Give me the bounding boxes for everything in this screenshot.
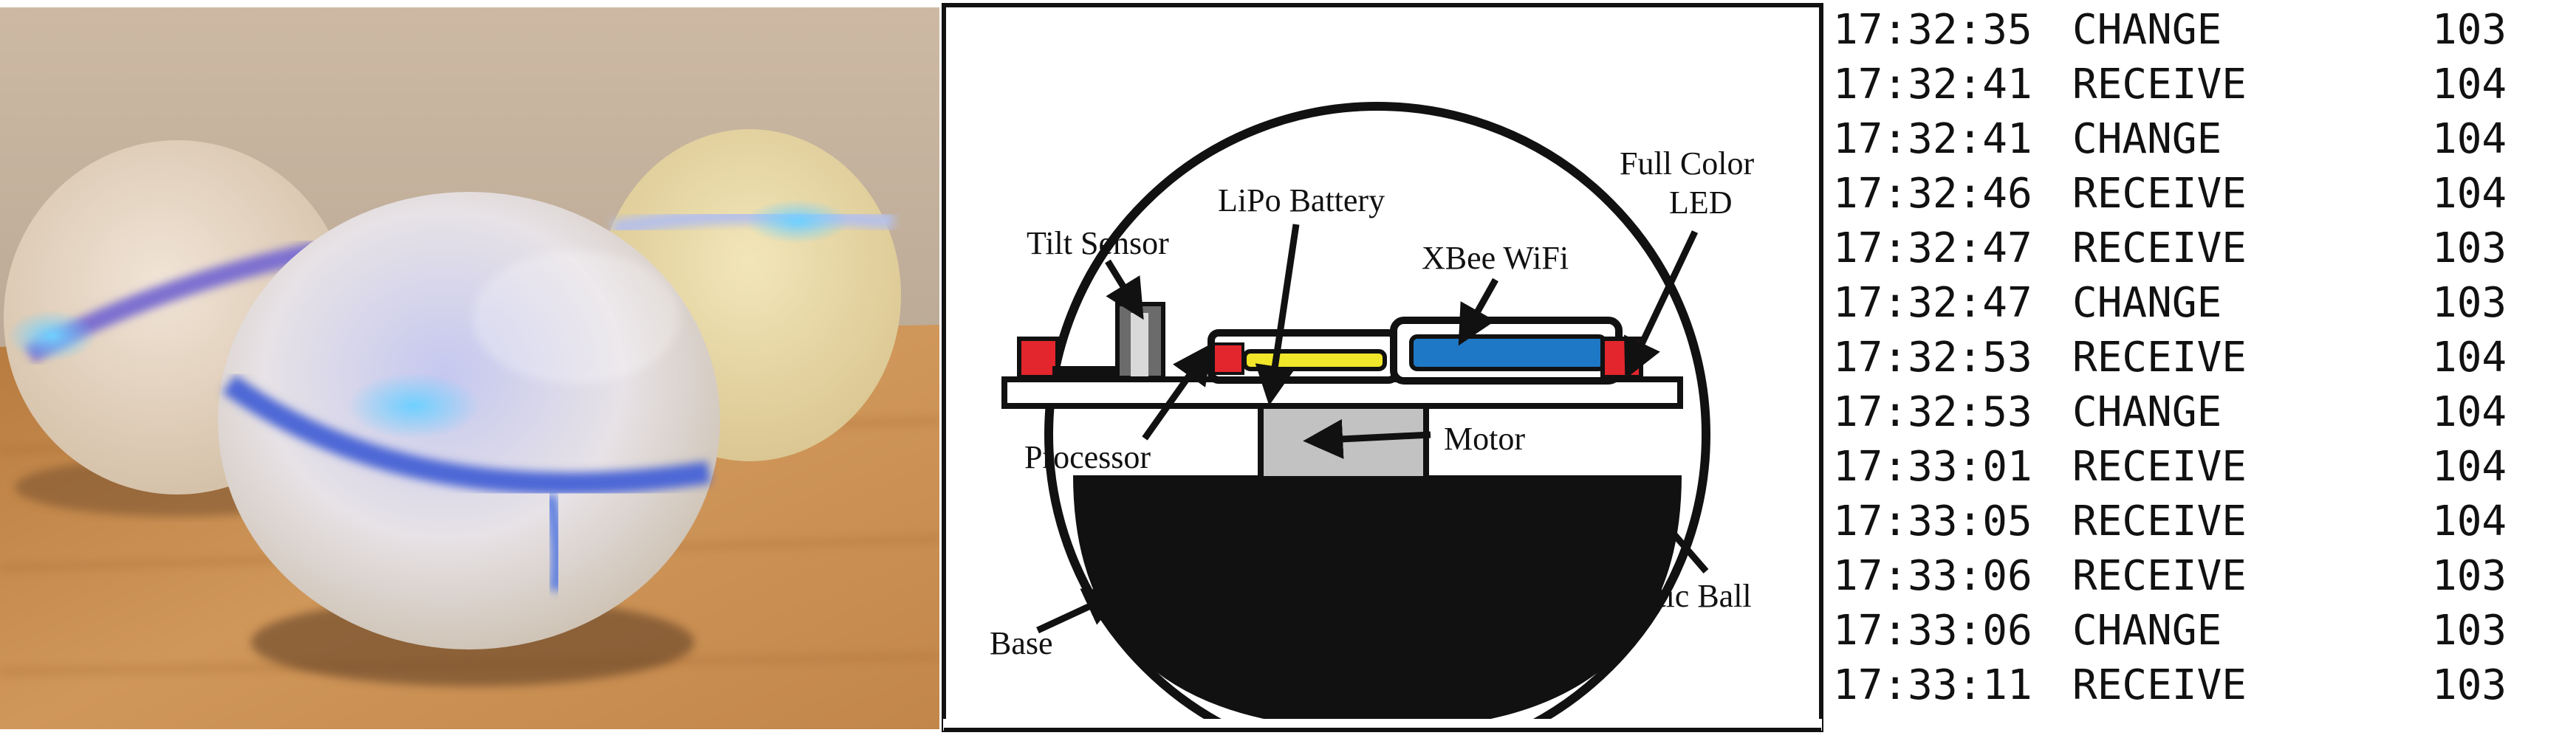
arrow-led — [1624, 230, 1699, 379]
log-scroll-fade — [1824, 719, 2576, 741]
log-time: 17:33:05 — [1833, 497, 2032, 545]
base-weight — [1073, 475, 1682, 730]
log-time: 17:32:35 — [1833, 6, 2032, 54]
log-action: RECEIVE — [2072, 170, 2247, 218]
log-id: 104 — [2432, 443, 2507, 491]
label-led: LED — [1669, 185, 1733, 221]
log-time: 17:32:41 — [1833, 115, 2032, 163]
log-id: 104 — [2432, 497, 2507, 545]
log-row: 17:33:05 RECEIVE 104 RED — [1833, 494, 2507, 549]
log-time: 17:33:01 — [1833, 443, 2032, 491]
log-time: 17:32:53 — [1833, 334, 2032, 382]
log-time: 17:32:47 — [1833, 279, 2032, 327]
log-action: RECEIVE — [2072, 61, 2247, 108]
label-tilt-sensor: Tilt Sensor — [1027, 225, 1169, 261]
log-time: 17:32:53 — [1833, 388, 2032, 436]
label-processor: Processor — [1024, 439, 1151, 475]
log-action: RECEIVE — [2072, 443, 2247, 491]
battery-red-connector — [1212, 342, 1244, 375]
log-id: 104 — [2432, 388, 2507, 436]
log-action: CHANGE — [2072, 6, 2222, 54]
log-action: CHANGE — [2072, 607, 2222, 655]
log-id: 104 — [2432, 334, 2507, 382]
log-id: 104 — [2432, 170, 2507, 218]
log-row: 17:33:06 RECEIVE 103 RED — [1833, 549, 2507, 604]
log-action: RECEIVE — [2072, 224, 2247, 272]
log-id: 103 — [2432, 552, 2507, 600]
log-id: 103 — [2432, 607, 2507, 655]
log-time: 17:32:46 — [1833, 170, 2032, 218]
tilt-sensor-core — [1131, 313, 1148, 376]
label-full-color: Full Color — [1620, 145, 1754, 182]
log-id: 103 — [2432, 279, 2507, 327]
log-row: 17:32:41 RECEIVE 104 RED — [1833, 58, 2507, 112]
log-action: RECEIVE — [2072, 497, 2247, 545]
log-action: CHANGE — [2072, 115, 2222, 163]
arrow-processor — [1142, 343, 1213, 441]
log-time: 17:33:06 — [1833, 552, 2032, 600]
arrow-xbee — [1458, 278, 1498, 346]
diagram-svg: Full Color LED LiPo Battery Tilt Sensor … — [942, 3, 1823, 741]
log-time: 17:32:41 — [1833, 61, 2032, 108]
xbee-wifi-module — [1409, 334, 1607, 371]
log-row: 17:33:06 CHANGE 103 GREEN — [1833, 604, 2507, 658]
photo-illustration — [0, 7, 939, 729]
log-row: 17:32:47 RECEIVE 103 GREEN — [1833, 221, 2507, 276]
log-row: 17:32:53 CHANGE 104 RED — [1833, 385, 2507, 440]
log-action: CHANGE — [2072, 388, 2222, 436]
led-left — [1017, 337, 1060, 379]
log-row: 17:32:35 CHANGE 103 RED — [1833, 3, 2507, 58]
arrow-plastic-ball — [1630, 483, 1709, 573]
log-time: 17:33:11 — [1833, 661, 2032, 709]
message-log: 17:32:35 CHANGE 103 RED 17:32:41 RECEIVE… — [1824, 0, 2576, 741]
log-action: RECEIVE — [2072, 334, 2247, 382]
log-row: 17:32:41 CHANGE 104 GREEN — [1833, 112, 2507, 167]
arrow-motor — [1303, 418, 1431, 459]
log-id: 104 — [2432, 61, 2507, 108]
robot-ball-cutaway-diagram: Full Color LED LiPo Battery Tilt Sensor … — [942, 3, 1823, 741]
label-lipo-battery: LiPo Battery — [1218, 182, 1385, 218]
log-row: 17:32:46 RECEIVE 104 GREEN — [1833, 167, 2507, 221]
log-id: 103 — [2432, 661, 2507, 709]
log-row: 17:33:11 RECEIVE 103 GREEN — [1833, 658, 2507, 713]
arrow-base — [1036, 588, 1125, 634]
log-row: 17:32:53 RECEIVE 104 BLUE — [1833, 331, 2507, 385]
log-time: 17:33:06 — [1833, 607, 2032, 655]
log-action: CHANGE — [2072, 279, 2222, 327]
arrow-lipo — [1255, 224, 1300, 406]
label-motor: Motor — [1444, 421, 1525, 457]
log-action: RECEIVE — [2072, 552, 2247, 600]
log-time: 17:32:47 — [1833, 224, 2032, 272]
arrow-tilt — [1105, 259, 1144, 320]
log-id: 104 — [2432, 115, 2507, 163]
log-row: 17:32:47 CHANGE 103 BLUE — [1833, 276, 2507, 331]
plastic-ball-shell — [1044, 102, 1710, 741]
log-id: 103 — [2432, 224, 2507, 272]
label-xbee-wifi: XBee WiFi — [1422, 240, 1569, 276]
photo-three-glowing-balls — [0, 7, 939, 729]
lipo-battery — [1242, 349, 1387, 371]
log-action: RECEIVE — [2072, 661, 2247, 709]
log-id: 103 — [2432, 6, 2507, 54]
log-row: 17:33:01 RECEIVE 104 RED — [1833, 440, 2507, 494]
label-plastic-ball: Plastic Ball — [1603, 578, 1752, 614]
